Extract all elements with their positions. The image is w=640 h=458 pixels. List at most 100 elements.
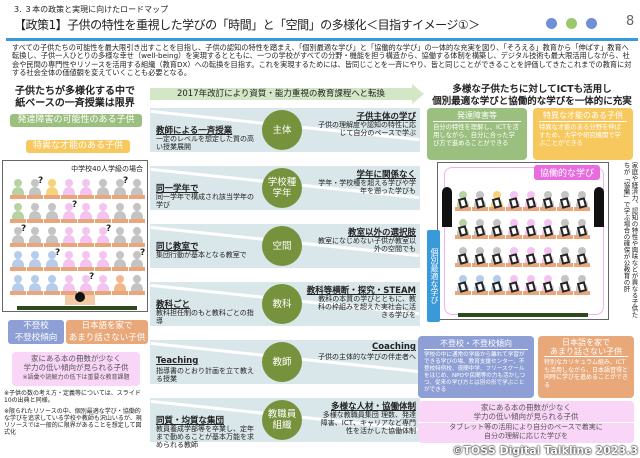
future-desc: 教室になじめない子供が教室以外の空間でも — [318, 237, 416, 253]
student-icon — [44, 227, 60, 249]
future-heading: 子供主体の学び — [356, 112, 416, 122]
aspect-circle: 主体 — [262, 110, 302, 150]
student-icon — [557, 219, 573, 241]
student-icon — [78, 227, 94, 249]
future-desc: 子供の理解度や認知の特性に応じて自分のペースで学ぶ — [318, 121, 416, 137]
student-icon — [78, 179, 94, 201]
page-title: 【政策1】子供の特性を重視した学びの「時間」と「空間」の多様化＜目指すイメージ①… — [14, 18, 480, 32]
student-icon: ? — [44, 248, 61, 273]
tablet-icon — [474, 281, 486, 293]
student-icon — [557, 191, 573, 213]
blackboard-right — [458, 313, 588, 317]
nav-dot-3 — [586, 18, 597, 29]
tablet-icon — [576, 197, 588, 209]
student-icon — [95, 203, 111, 225]
footnote-2: ※限られたリソースの中、個別最適な学び・協働的な学びを追求している学校や教師も沢… — [4, 408, 142, 436]
books-note: ※語彙や読解力の低下は重要な教育課題 — [22, 374, 130, 381]
side-note: 家庭や経済力、認知の特性や興味などが異なる子供たちが「協働」で学ぶ場合の確保が公… — [622, 162, 638, 318]
aspect-circle: 学校種 学年 — [262, 168, 302, 208]
question-mark-icon: ? — [55, 248, 61, 258]
comparison-row: 同一学年で同一学年で構成され該当学年の学び学校種 学年学年に関係なく学年・学校種… — [150, 166, 420, 210]
tablet-icon — [491, 253, 503, 265]
student-icon — [540, 219, 556, 241]
tablet-icon — [457, 281, 469, 293]
tablet-icon — [525, 225, 537, 237]
tablet-icon — [525, 281, 537, 293]
question-mark-icon: ? — [21, 224, 27, 234]
current-heading: 同じ教室で — [156, 242, 199, 252]
student-icon — [540, 191, 556, 213]
student-icon — [61, 227, 77, 249]
tablet-icon — [559, 225, 571, 237]
student-icon — [523, 247, 539, 269]
student-icon — [523, 275, 539, 297]
student-icon — [27, 203, 43, 225]
tablet-icon — [474, 225, 486, 237]
nav-dot-2 — [566, 18, 577, 29]
tablet-icon — [457, 253, 469, 265]
books-desc-right: タブレット等の活用により自分のペースで着実に 自分の理解に応じた学びを — [449, 423, 603, 440]
student-icon: ? — [112, 176, 129, 201]
tablet-icon — [491, 197, 503, 209]
tablet-icon — [542, 197, 554, 209]
books-box: 家にある本の冊数が少なく 学力の低い傾向が見られる子供 ※語彙や読解力の低下は重… — [12, 352, 140, 386]
students-grid: ???????? — [10, 176, 145, 297]
student-icon: ? — [10, 224, 27, 249]
student-icon — [574, 247, 590, 269]
student-icon — [10, 251, 26, 273]
dev-title: 発達障害等 — [433, 110, 521, 122]
student-icon — [129, 203, 145, 225]
student-icon — [112, 227, 128, 249]
class-label: 中学校40人学級の場合 — [71, 165, 143, 173]
absent-title: 不登校・不登校傾向 — [424, 338, 528, 350]
student-icon — [574, 219, 590, 241]
current-heading: 教科ごと — [156, 300, 191, 310]
tag-gifted: 特異な才能のある子供 — [26, 140, 130, 153]
student-icon — [61, 275, 77, 297]
aspect-circle: 教師 — [262, 342, 302, 382]
classroom-future: 協働的な学び — [437, 162, 609, 320]
student-icon — [129, 275, 145, 297]
aspect-circle: 教科 — [262, 284, 302, 324]
student-icon: ? — [129, 248, 145, 273]
aspect-circle: 空間 — [262, 226, 302, 266]
comparison-row: 教師による一斉授業一定のレベルを想定した質の高い授業展開主体子供主体の学び子供の… — [150, 108, 420, 152]
classroom-current: 中学校40人学級の場合 ???????? — [2, 160, 148, 312]
current-desc: 同一学年で構成され該当学年の学び — [156, 193, 254, 209]
student-icon — [10, 275, 26, 297]
future-desc: 子供の主体的な学びの伴走者へ — [318, 353, 416, 361]
student-icon — [95, 179, 111, 201]
tablet-icon — [491, 225, 503, 237]
student-icon — [78, 251, 94, 273]
tablet-icon — [576, 253, 588, 265]
student-icon — [557, 275, 573, 297]
student-icon — [506, 219, 522, 241]
student-icon: ? — [95, 224, 111, 249]
aspect-label: 教職員 組織 — [267, 409, 297, 431]
aspect-label: 学校種 学年 — [267, 177, 297, 199]
student-icon — [129, 179, 145, 201]
arrow-head — [412, 84, 424, 104]
books-box-right: 家にある本の冊数が少なく 学力の低い傾向が見られる子供 タブレット等の活用により… — [418, 401, 634, 443]
question-mark-icon: ? — [123, 176, 129, 186]
watermark: ©TOSS Digital Talkline 2023.3 — [400, 444, 638, 457]
dev-box: 発達障害等 自分の特性を理解し、ICTを活用しながら、自分に合った学び方で進める… — [427, 108, 527, 160]
student-icon — [112, 203, 128, 225]
student-icon — [44, 203, 60, 225]
tablet-icon — [508, 281, 520, 293]
aspect-circle: 教職員 組織 — [262, 400, 302, 440]
intro-text: すべての子供たちの可能性を最大限引き出すことを目指し、子供の認知の特性を踏まえ、… — [12, 43, 632, 78]
student-icon — [540, 247, 556, 269]
absent-desc: 学校の中に通常の学級から離れて学習ができる学びの場、教育支援センター、不登校特例… — [424, 352, 526, 393]
student-icon — [455, 247, 471, 269]
student-icon — [61, 179, 77, 201]
student-icon — [472, 219, 488, 241]
current-desc: 教員養成学部等を卒業し、定年まで勤めることが基本万能を求められる教師 — [156, 425, 254, 449]
aspect-label: 主体 — [272, 124, 292, 136]
student-icon — [129, 227, 145, 249]
student-icon — [44, 275, 60, 297]
collab-label: 協働的な学び — [534, 165, 601, 180]
comparison-row: 同質・均質な集団教員養成学部等を卒業し、定年まで勤めることが基本万能を求められる… — [150, 398, 420, 449]
student-icon — [10, 203, 26, 225]
individual-label: 個別最適な学び — [427, 230, 440, 322]
